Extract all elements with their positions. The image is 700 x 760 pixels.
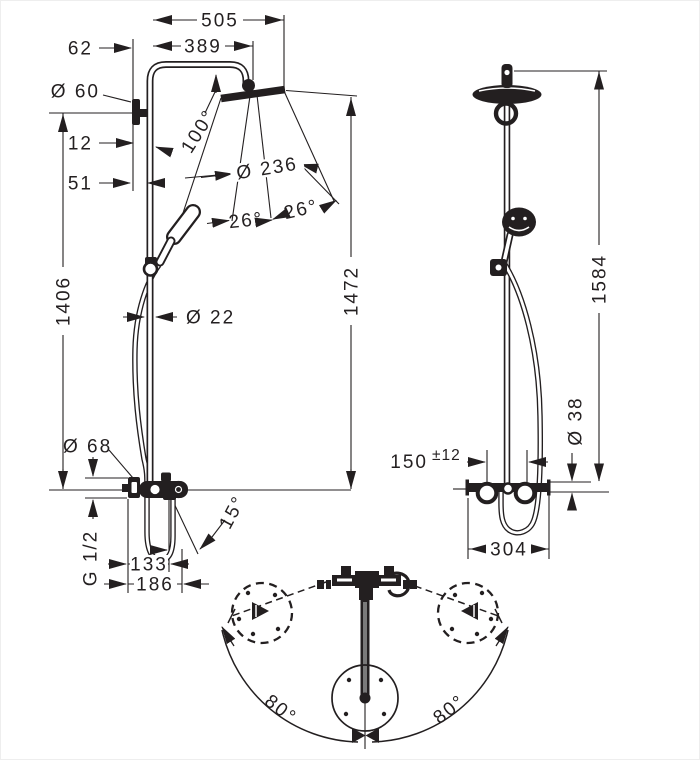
dim-389: 389 — [184, 37, 222, 58]
front-view: 505 389 62 Ø 60 12 51 1406 100° Ø 236 26… — [49, 11, 363, 596]
dim-80-right: 80° — [429, 691, 469, 729]
dim-22: Ø 22 — [186, 308, 235, 329]
side-head-pivot-knob — [501, 64, 513, 88]
head-swivel-joint — [242, 79, 255, 92]
hand-shower — [142, 204, 201, 277]
dim-62: 62 — [68, 39, 93, 60]
riser-pole-and-arm — [146, 61, 250, 483]
dim-133: 133 — [130, 555, 168, 576]
side-hand-shower-face — [502, 207, 536, 237]
swivel-axis-right — [403, 581, 502, 618]
rotation-marker-left — [352, 728, 366, 743]
rotation-marker-right — [365, 728, 379, 743]
swivel-arcs — [221, 626, 509, 743]
dim-26-left: 26° — [228, 209, 265, 234]
valve-top-view — [317, 566, 417, 600]
dim-68: Ø 68 — [63, 437, 112, 458]
dim-12: 12 — [68, 134, 93, 155]
dim-150: 150 — [390, 452, 428, 473]
dim-26-right: 26° — [282, 196, 321, 224]
side-dimension-labels: 1584 Ø 38 150 ±12 304 — [390, 245, 611, 561]
dim-1584: 1584 — [590, 254, 611, 304]
dim-1472: 1472 — [342, 266, 363, 316]
bath-mixer-valve — [122, 472, 188, 500]
front-dimension-arrows — [58, 15, 356, 589]
front-dimension-labels: 505 389 62 Ø 60 12 51 1406 100° Ø 236 26… — [51, 11, 363, 596]
holder-ring — [142, 261, 159, 277]
top-view: 80° 80° — [221, 566, 509, 749]
temperature-handle — [475, 481, 499, 505]
side-hose-inner — [499, 262, 542, 535]
dim-1406: 1406 — [54, 276, 75, 326]
dim-150-tolerance: ±12 — [432, 447, 461, 464]
side-view: 1584 Ø 38 150 ±12 304 — [390, 64, 611, 561]
dim-38: Ø 38 — [566, 396, 587, 445]
forward-position — [331, 600, 399, 749]
side-hand-shower — [490, 207, 536, 276]
dim-51: 51 — [68, 174, 93, 195]
hose-curl — [387, 571, 411, 598]
thermostat-valve — [465, 479, 551, 505]
dim-60: Ø 60 — [51, 82, 100, 103]
spray-cone-lines — [182, 90, 340, 222]
tick-left — [227, 608, 236, 624]
wall-bracket — [132, 99, 148, 125]
knob-hole — [504, 69, 510, 76]
hand-shower-hose-inner — [133, 264, 175, 562]
dim-186: 186 — [136, 575, 174, 596]
dim-15deg: 15° — [215, 492, 250, 533]
dim-505: 505 — [201, 11, 239, 32]
volume-handle — [513, 481, 537, 505]
overhead-shower-head — [220, 79, 286, 103]
dim-304: 304 — [490, 540, 528, 561]
dim-80-left: 80° — [260, 691, 300, 729]
dim-g-half: G 1/2 — [81, 530, 102, 586]
swivel-position-left — [230, 581, 294, 645]
dim-100deg: 100° — [177, 106, 220, 157]
swivel-position-right — [436, 581, 500, 645]
swivel-axis-left — [228, 581, 327, 618]
